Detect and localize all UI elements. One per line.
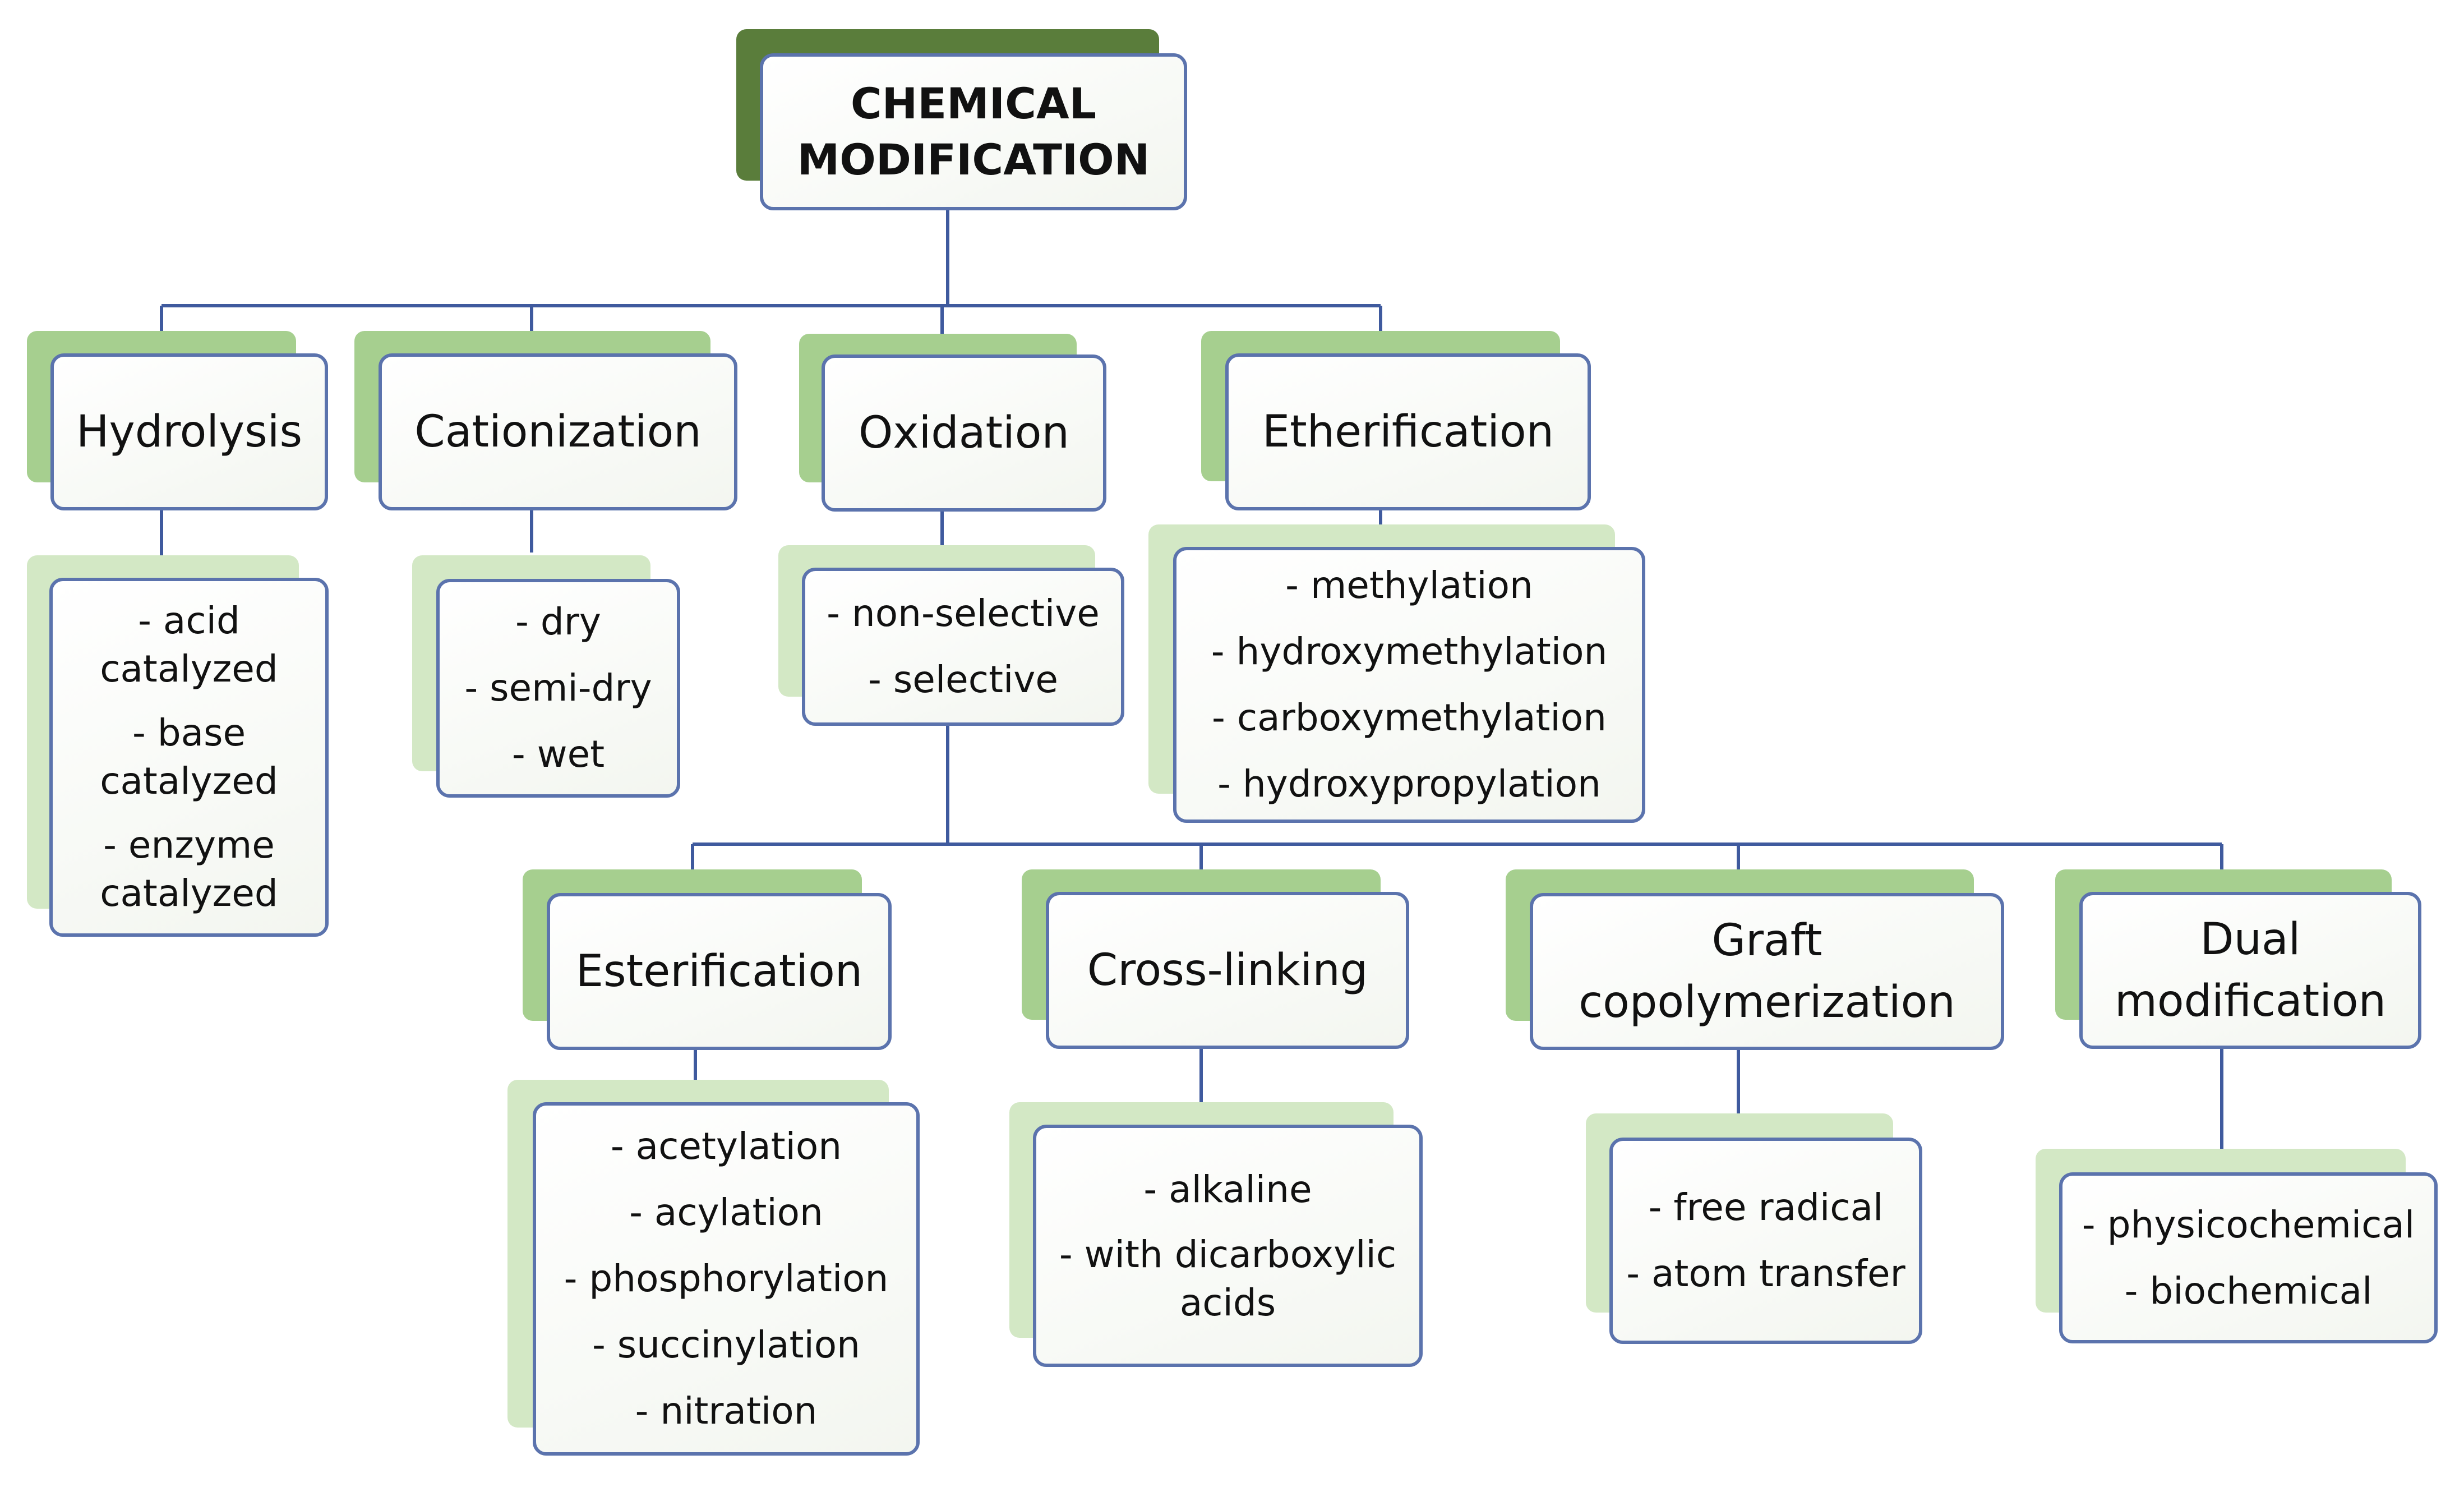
etherification-node-box: Etherification	[1225, 353, 1591, 510]
crosslinking-list-box: - alkaline - with dicarboxylic acids	[1033, 1125, 1423, 1367]
hydrolysis-item-base-line2: catalyzed	[100, 759, 278, 803]
root-title-line2: MODIFICATION	[797, 135, 1150, 185]
oxidation-list-box: - non-selective - selective	[802, 568, 1124, 726]
oxidation-node-box: Oxidation	[822, 355, 1106, 512]
etherification-item-methylation: - methylation	[1285, 564, 1533, 607]
hydrolysis-item-base: - base catalyzed	[100, 709, 278, 805]
esterification-item-phosphorylation: - phosphorylation	[564, 1257, 889, 1300]
dual-item-physicochemical: - physicochemical	[2082, 1203, 2415, 1246]
hydrolysis-item-acid-line2: catalyzed	[100, 647, 278, 690]
dual-list-box: - physicochemical - biochemical	[2059, 1172, 2438, 1343]
esterification-node-box: Esterification	[547, 893, 892, 1050]
esterification-label: Esterification	[575, 946, 863, 997]
esterification-item-succinylation: - succinylation	[592, 1323, 861, 1366]
crosslinking-item-alkaline: - alkaline	[1143, 1168, 1312, 1211]
etherification-item-carboxymethylation: - carboxymethylation	[1212, 696, 1607, 739]
hydrolysis-item-acid: - acid catalyzed	[100, 597, 278, 693]
dual-item-biochemical: - biochemical	[2124, 1269, 2373, 1313]
crosslinking-item-dicarboxylic-line1: - with dicarboxylic	[1059, 1233, 1397, 1276]
hydrolysis-item-base-line1: - base	[132, 711, 246, 754]
cationization-list-box: - dry - semi-dry - wet	[436, 579, 680, 798]
esterification-item-acetylation: - acetylation	[610, 1125, 842, 1168]
cationization-node-box: Cationization	[379, 353, 737, 510]
cationization-item-wet: - wet	[511, 733, 605, 776]
hydrolysis-list-box: - acid catalyzed - base catalyzed - enzy…	[49, 578, 329, 937]
oxidation-label: Oxidation	[859, 408, 1069, 458]
graft-item-free-radical: - free radical	[1648, 1186, 1884, 1229]
crosslinking-item-dicarboxylic-line2: acids	[1179, 1281, 1276, 1324]
hydrolysis-item-enzyme-line1: - enzyme	[103, 823, 275, 867]
cationization-item-semi-dry: - semi-dry	[464, 666, 652, 710]
dual-node-box: Dual modification	[2079, 892, 2421, 1049]
cationization-label: Cationization	[414, 407, 702, 457]
esterification-item-acylation: - acylation	[629, 1191, 823, 1234]
dual-label-line2: modification	[2114, 976, 2387, 1026]
etherification-label: Etherification	[1262, 407, 1554, 457]
root-node-box: CHEMICAL MODIFICATION	[760, 53, 1187, 210]
graft-list-box: - free radical - atom transfer	[1609, 1138, 1922, 1344]
cationization-item-dry: - dry	[515, 600, 601, 643]
etherification-list-box: - methylation - hydroxymethylation - car…	[1173, 547, 1645, 823]
etherification-item-hydroxypropylation: - hydroxypropylation	[1217, 762, 1601, 805]
hydrolysis-item-enzyme: - enzyme catalyzed	[100, 821, 278, 918]
esterification-list-box: - acetylation - acylation - phosphorylat…	[533, 1102, 920, 1456]
esterification-item-nitration: - nitration	[635, 1389, 818, 1433]
root-title-line1: CHEMICAL	[850, 79, 1097, 128]
hydrolysis-item-acid-line1: - acid	[138, 599, 240, 642]
crosslinking-item-dicarboxylic: - with dicarboxylic acids	[1059, 1231, 1396, 1327]
graft-node-box: Graft copolymerization	[1530, 893, 2004, 1050]
hydrolysis-node-box: Hydrolysis	[50, 353, 328, 510]
graft-item-atom-transfer: - atom transfer	[1626, 1252, 1905, 1295]
graft-label-line2: copolymerization	[1579, 977, 1955, 1028]
crosslinking-label: Cross-linking	[1087, 945, 1368, 996]
oxidation-item-selective: - selective	[868, 658, 1058, 701]
crosslinking-node-box: Cross-linking	[1046, 892, 1409, 1049]
hydrolysis-item-enzyme-line2: catalyzed	[100, 872, 278, 915]
hydrolysis-label: Hydrolysis	[76, 407, 303, 457]
dual-label-line1: Dual	[2200, 914, 2301, 965]
graft-label-line1: Graft	[1711, 915, 1822, 966]
oxidation-item-non-selective: - non-selective	[827, 592, 1100, 635]
etherification-item-hydroxymethylation: - hydroxymethylation	[1211, 630, 1608, 673]
